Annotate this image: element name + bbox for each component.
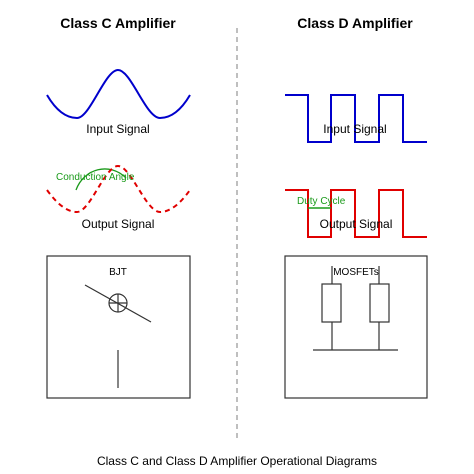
class-c-input-wave [46,68,191,120]
mosfets-box [284,255,428,399]
class-c-title: Class C Amplifier [60,15,176,31]
class-c-output-wave [46,164,191,214]
diagram-caption: Class C and Class D Amplifier Operationa… [97,454,377,468]
conduction-angle-label: Conduction Angle [56,172,135,183]
class-d-title: Class D Amplifier [297,15,413,31]
class-c-input-label: Input Signal [86,122,149,136]
class-c-output-label: Output Signal [82,217,155,231]
conduction-angle-arc [75,168,127,191]
duty-cycle-label: Duty Cycle [297,196,346,207]
bjt-label: BJT [109,267,127,278]
class-d-output-label: Output Signal [320,217,393,231]
class-d-input-wave [285,94,427,143]
mosfet-1 [321,283,342,323]
mosfet-2 [369,283,390,323]
mosfets-label: MOSFETs [333,267,379,278]
class-d-input-label: Input Signal [323,122,386,136]
bjt-box [46,255,191,399]
class-d-output-wave [285,189,427,238]
